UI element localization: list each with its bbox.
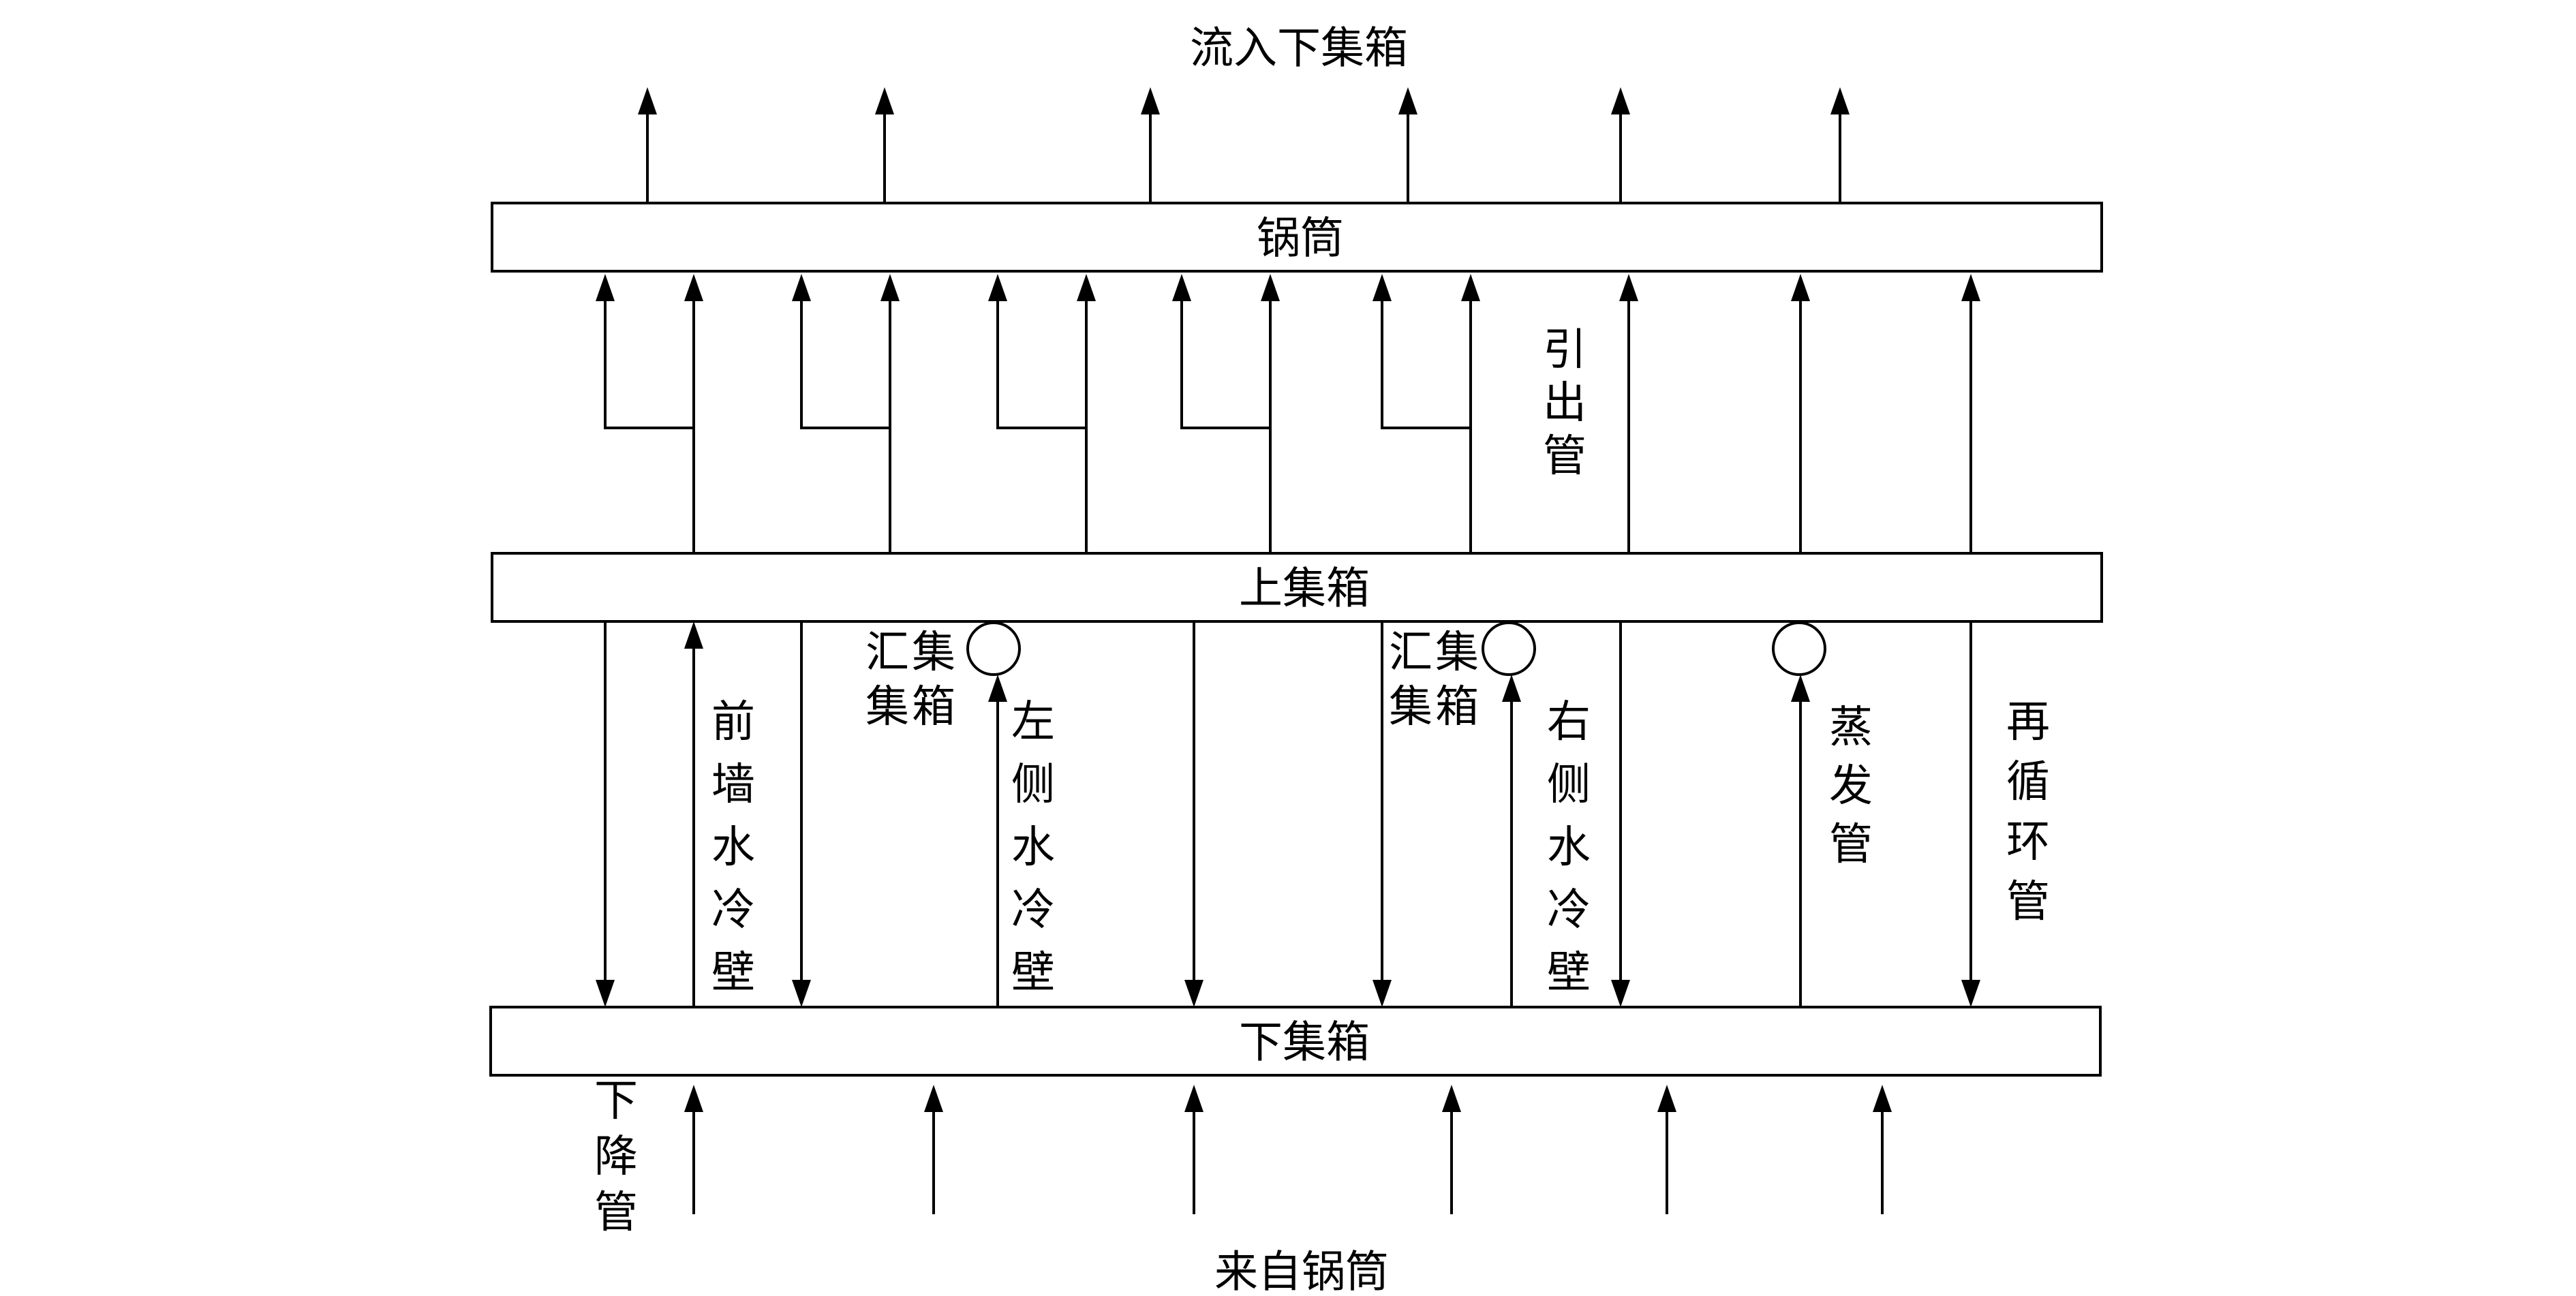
drum-label: 锅筒	[1257, 214, 1344, 264]
bottom-flow-label: 来自锅筒	[1214, 1248, 1389, 1296]
lower-header-box	[489, 1006, 2102, 1077]
inflow-arrows	[684, 1085, 1892, 1214]
lower-header-label: 下集箱	[1239, 1018, 1370, 1068]
collect-mid-label: 汇集集箱	[1389, 628, 1479, 732]
riser-pipes	[596, 274, 1980, 553]
drum-box	[491, 202, 2103, 273]
riser-out-label: 引出管	[1543, 325, 1586, 482]
right-wall-label: 右侧水冷壁	[1547, 697, 1591, 998]
downcomer-label: 下降管	[594, 1076, 638, 1238]
top-flow-label: 流入下集箱	[1190, 24, 1408, 74]
recirc-tube-label: 再循环管	[2006, 697, 2050, 927]
collecting-header-circle-right	[1772, 621, 1826, 676]
left-wall-label: 左侧水冷壁	[1011, 697, 1055, 998]
upper-header-box	[491, 552, 2103, 623]
collecting-header-circle-left	[966, 621, 1021, 676]
front-wall-label: 前墙水冷壁	[711, 697, 755, 998]
upper-header-label: 上集箱	[1239, 564, 1370, 615]
collect-left-label: 汇集集箱	[865, 628, 955, 732]
collecting-header-circles	[966, 621, 1826, 676]
collecting-header-circle-mid	[1482, 621, 1536, 676]
outflow-arrows	[638, 87, 1850, 203]
evap-tube-label: 蒸发管	[1829, 703, 1873, 870]
header-connecting-pipes	[596, 621, 1980, 1007]
